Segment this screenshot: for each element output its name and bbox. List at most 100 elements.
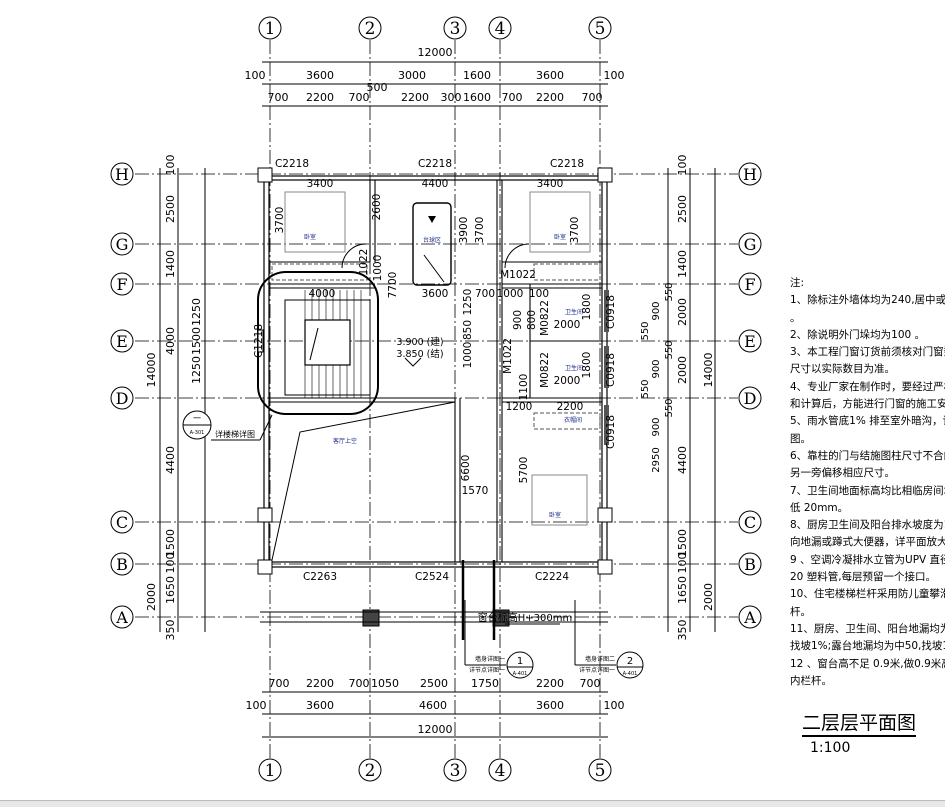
callout-text: 详节点详图一 (579, 666, 615, 674)
dimension-text: 700 (502, 91, 523, 104)
dimension-text: 1000 (462, 342, 474, 369)
axis-label: 5 (595, 761, 606, 781)
axis-label: 4 (495, 19, 506, 39)
dimension-text: 3600 (536, 699, 564, 712)
billiard-table-icon (412, 202, 452, 286)
axis-label: 1 (265, 761, 276, 781)
dimension-text: 100 (245, 69, 266, 82)
dimension-text: 350 (676, 620, 689, 641)
note-line: 6、靠柱的门与结施图柱尺寸不合的,门向 (790, 449, 945, 462)
note-line: 11、厨房、卫生间、阳台地漏均为中50, (790, 622, 945, 635)
detail-callout-circle (506, 651, 534, 679)
dimension-text: 900 (651, 417, 662, 436)
dimension-text: 3600 (536, 69, 564, 82)
axis-bubble (258, 16, 282, 40)
dimension-text: 850 (462, 320, 474, 340)
dimension-text: 7700 (387, 272, 399, 299)
dimension-text: 2200 (536, 677, 564, 690)
dimension-text: 1250 (462, 289, 474, 316)
dimension-text: 1500 (164, 529, 177, 557)
dimension-text: 100 (164, 155, 177, 176)
axis-label: G (116, 235, 129, 254)
dimension-text: 2000 (145, 583, 158, 611)
window (257, 329, 264, 353)
dimension-text: 2600 (371, 194, 383, 221)
dimension-text: 3600 (306, 699, 334, 712)
axis-bubble (110, 272, 134, 296)
axis-label: A (115, 608, 128, 627)
dimension-text: 100 (529, 288, 549, 300)
note-line: 图。 (790, 432, 811, 445)
note-line: 。 (790, 311, 801, 324)
note-line: 5、雨水管底1% 排至室外暗沟，详水施 (790, 415, 945, 428)
bed-icon (284, 191, 346, 253)
dimension-text: 4400 (422, 178, 449, 190)
dimension-text: 4400 (164, 446, 177, 474)
window (604, 346, 609, 388)
cue-stick-icon (423, 254, 445, 283)
axis-bubble (110, 329, 134, 353)
elevation-text: 3.900 (建) (396, 336, 443, 348)
note-line: 9 、空调冷凝排水立管为UPV 直径 (790, 553, 945, 566)
dimension-text: 14000 (702, 353, 715, 388)
leader-line (259, 414, 273, 441)
dimension-text: 2000 (702, 583, 715, 611)
column (597, 559, 613, 575)
dimension-text: M0822 (539, 352, 551, 388)
axis-bubble (738, 605, 762, 629)
dimension-text: 12000 (418, 723, 453, 736)
callout-text: 墙身详图二 (585, 655, 615, 663)
dimension-text: 1400 (676, 250, 689, 278)
dimension-text: 1600 (463, 91, 491, 104)
column (597, 507, 613, 523)
dimension-text: 1650 (676, 576, 689, 604)
dimension-text: 1250 (190, 298, 203, 326)
axis-bubble (110, 232, 134, 256)
dimension-text: 2200 (557, 401, 584, 413)
dimension-text: 700 (349, 677, 370, 690)
note-line: 注: (790, 277, 805, 289)
note-line: 10、住宅楼梯栏杆采用防儿童攀滑楼梯栏 (790, 588, 945, 601)
stair-well (304, 319, 351, 366)
column (257, 167, 273, 183)
dimension-text: 4000 (164, 327, 177, 355)
dimension-text: 100 (604, 69, 625, 82)
window-label: C0918 (605, 353, 617, 387)
dimension-text: 14000 (145, 353, 158, 388)
dimension-text: 900 (512, 310, 524, 330)
room-label: 台球区 (423, 236, 441, 244)
note-line: 向地漏或蹲式大便器，详平面放大图 (790, 536, 945, 549)
column (257, 507, 273, 523)
dimension-text: M1022 (502, 338, 514, 374)
dimension-text: 1100 (518, 374, 530, 401)
dimension-text: 2500 (420, 677, 448, 690)
axis-bubble (110, 386, 134, 410)
axis-bubble (110, 552, 134, 576)
axis-bubble (488, 16, 512, 40)
sill-note: 窗台标高H+300mm (478, 611, 572, 624)
note-line: 和计算后，方能进行门窗的施工安装。 (790, 398, 945, 411)
dimension-text: 100 (246, 699, 267, 712)
dimension-text: 2200 (401, 91, 429, 104)
dimension-text: 550 (664, 340, 675, 359)
callout-number: 1 (517, 656, 523, 667)
dimension-text: 4400 (676, 446, 689, 474)
axis-bubble (443, 758, 467, 782)
drawing-title: 二层层平面图 1:100 (802, 708, 945, 757)
dimension-text: 2200 (306, 677, 334, 690)
room-label: 客厅上空 (333, 437, 357, 445)
axis-label: C (744, 513, 756, 532)
dimension-text: 700 (580, 677, 601, 690)
axis-bubble (738, 272, 762, 296)
elevation-marker (404, 357, 422, 367)
axis-bubble (258, 758, 282, 782)
axis-label: A (743, 608, 756, 627)
horizontal-scrollbar[interactable] (0, 800, 945, 807)
room-label: 卫生间 (565, 308, 583, 316)
dimension-text: M1022 (500, 269, 536, 281)
axis-bubble (110, 510, 134, 534)
dimension-text: 1400 (164, 250, 177, 278)
axis-bubble (738, 510, 762, 534)
